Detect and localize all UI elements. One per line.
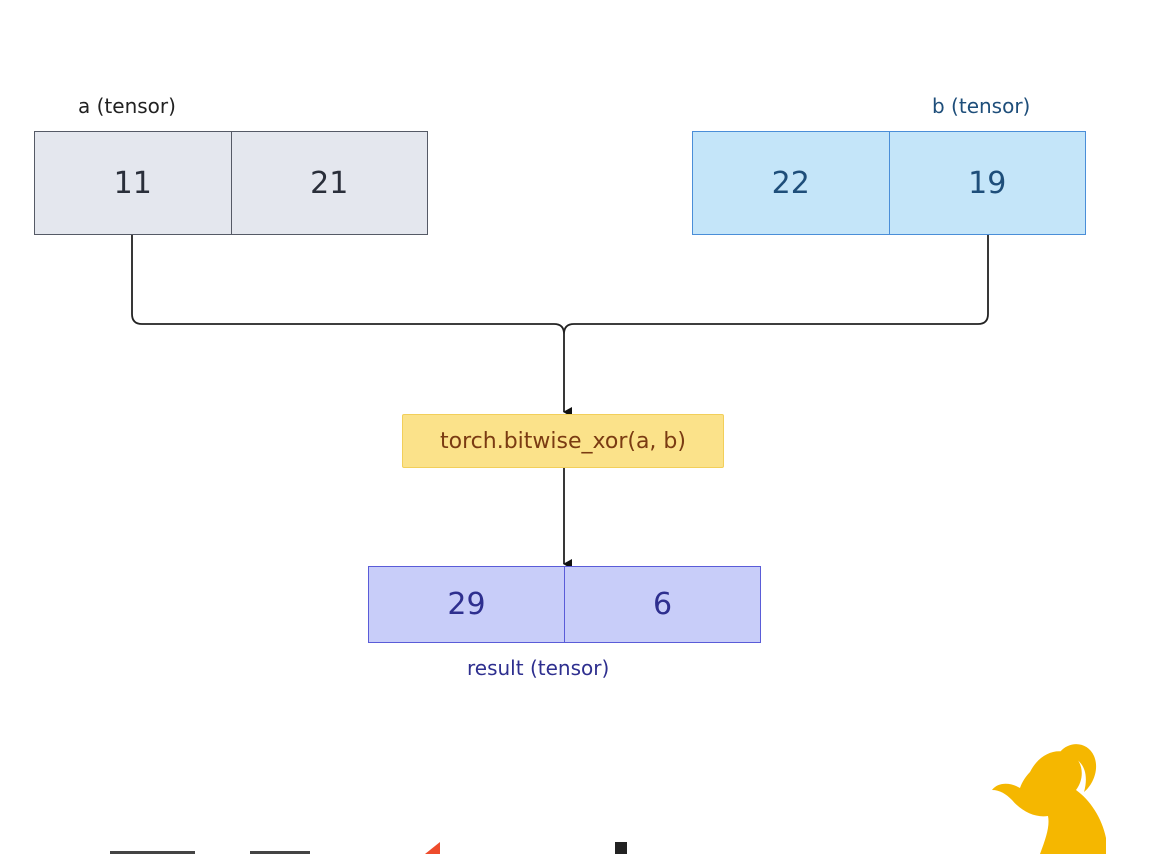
tensor-a: 11 21 bbox=[34, 131, 428, 235]
operation-box: torch.bitwise_xor(a, b) bbox=[402, 414, 724, 468]
tensor-result: 29 6 bbox=[368, 566, 761, 643]
tensor-a-cell: 21 bbox=[230, 132, 428, 234]
mascot-icon bbox=[992, 744, 1106, 854]
tensor-result-cell: 6 bbox=[564, 567, 760, 642]
tensor-b-label: b (tensor) bbox=[932, 94, 1031, 118]
tensor-result-cell: 29 bbox=[447, 587, 486, 622]
tensor-b-cell: 19 bbox=[888, 132, 1086, 234]
tensor-result-label: result (tensor) bbox=[467, 656, 610, 680]
tensor-b: 22 19 bbox=[692, 131, 1086, 235]
merge-bracket bbox=[131, 235, 989, 335]
tensor-a-label: a (tensor) bbox=[78, 94, 176, 118]
tensor-a-cell: 11 bbox=[113, 165, 152, 201]
tensor-b-cell: 22 bbox=[771, 165, 810, 201]
pytorch-logo-fragment bbox=[110, 842, 627, 854]
